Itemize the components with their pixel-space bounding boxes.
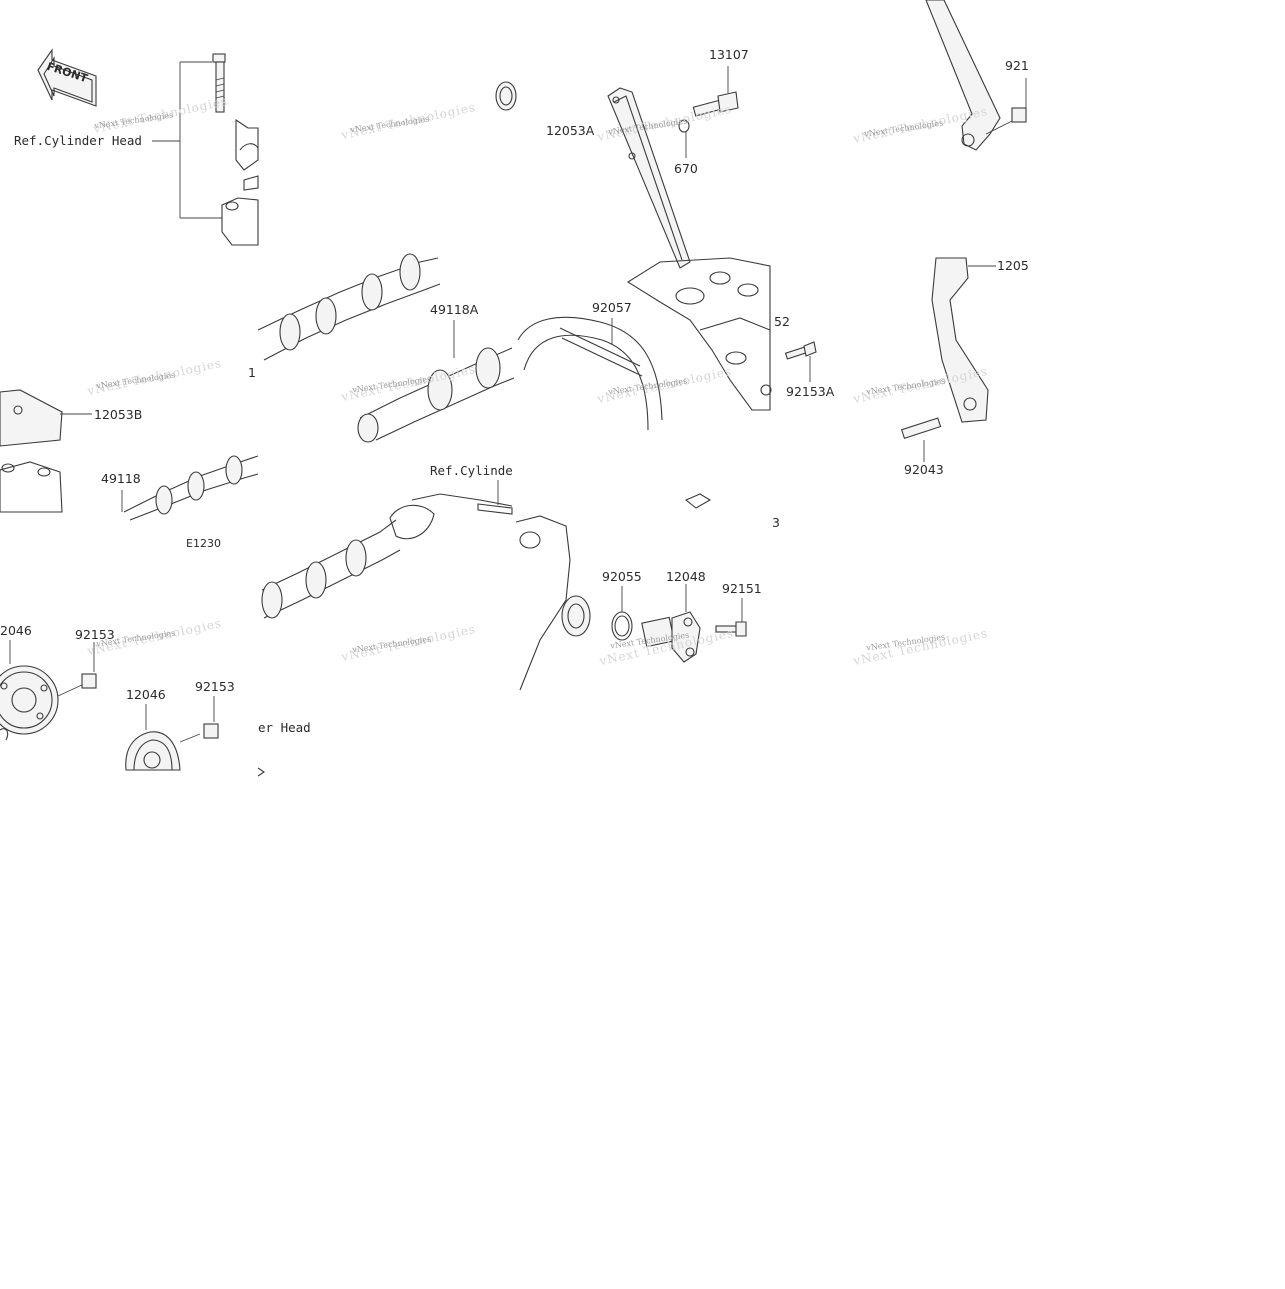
bolt-top-left (212, 53, 226, 113)
ref-cylinder-head-label-2: Ref.Cylinde (430, 463, 513, 478)
tensioner-12048 (641, 584, 701, 663)
ref-cylinder-head-label: Ref.Cylinder Head (14, 133, 142, 148)
camshaft-49118A (257, 253, 441, 361)
camshaft-49118A-lower (357, 320, 515, 443)
part-12053B: 12053B (94, 407, 143, 422)
part-12046-a: 2046 (0, 623, 32, 638)
ref-bracket (152, 61, 222, 219)
part-92043: 92043 (904, 462, 944, 477)
part-49118: 49118 (101, 471, 141, 486)
ref-cylinder-head-label-3: er Head (258, 720, 311, 735)
chain-guide-1205 (931, 257, 996, 423)
o-ring-92055 (611, 586, 633, 641)
cam-chain-92057 (517, 316, 663, 431)
bolt-92153-a (81, 642, 97, 689)
part-12048: 12048 (666, 569, 706, 584)
part-12053A: 12053A (546, 123, 595, 138)
front-arrow-icon (37, 48, 97, 107)
cylinder-head-lower (515, 493, 712, 691)
part-92153-b: 92153 (195, 679, 235, 694)
part-13107: 13107 (709, 47, 749, 62)
part-670: 670 (674, 161, 698, 176)
part-92153-a: 92153 (75, 627, 115, 642)
cam-holder-12053B (0, 389, 92, 513)
part-92151: 92151 (722, 581, 762, 596)
pin-92043 (900, 417, 942, 462)
chain-guide-top-right (925, 0, 1027, 151)
part-1205: 1205 (997, 258, 1029, 273)
chain-guide-12053A (607, 87, 691, 269)
diagram-code: E1230 (186, 537, 221, 550)
sprocket-12046-a (0, 640, 85, 735)
part-52: 52 (774, 314, 790, 329)
bolt-92153-b (203, 696, 219, 739)
camshaft-49118 (121, 455, 259, 521)
misc-fragments (0, 81, 517, 777)
bolt-92151 (715, 598, 747, 637)
camshaft-lower-middle (261, 504, 435, 619)
ref-bracket-lower (411, 480, 513, 515)
part-12046-b: 12046 (126, 687, 166, 702)
bolt-92153A (784, 341, 817, 382)
part-3: 3 (772, 515, 780, 530)
part-49118A: 49118A (430, 302, 479, 317)
washer-670 (678, 119, 690, 158)
cam-cap-fragment (221, 118, 259, 246)
cylinder-head-upper (626, 257, 772, 411)
sprocket-12046-b (125, 704, 201, 771)
part-92055: 92055 (602, 569, 642, 584)
part-92153A: 92153A (786, 384, 835, 399)
part-1: 1 (248, 365, 256, 380)
part-92057: 92057 (592, 300, 632, 315)
bolt-13107 (692, 66, 739, 117)
part-921: 921 (1005, 58, 1029, 73)
